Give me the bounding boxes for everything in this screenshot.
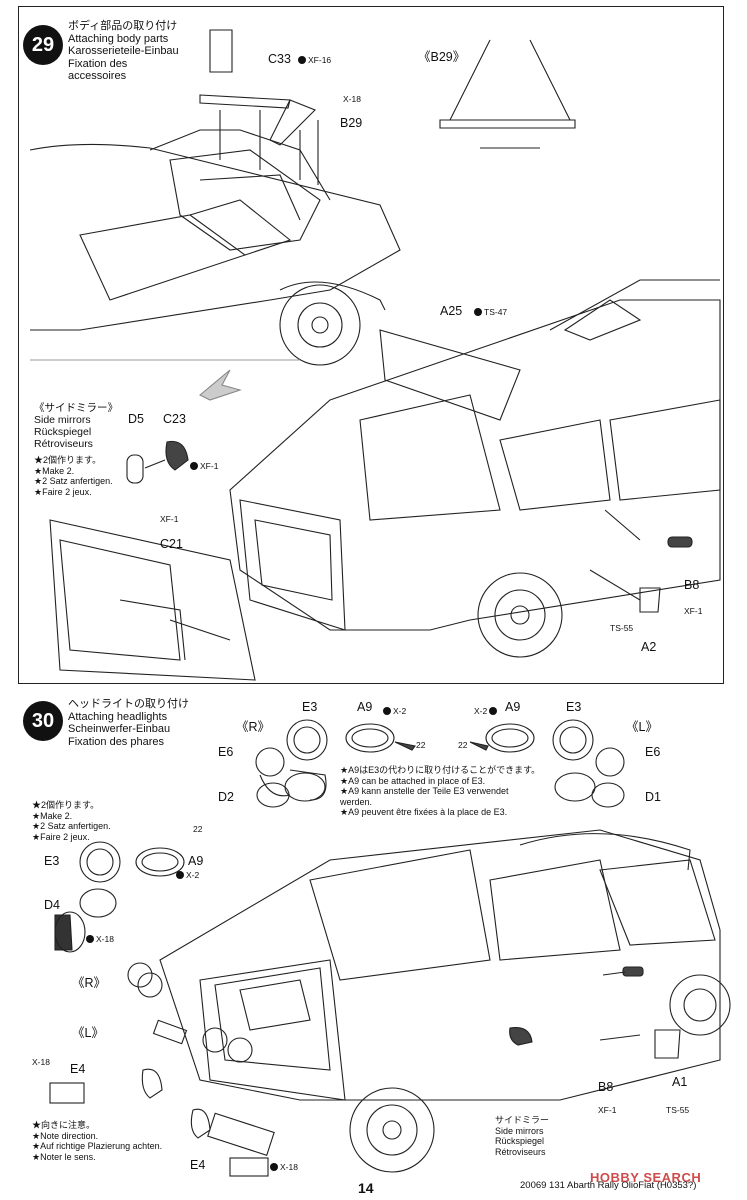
paint-dot-icon bbox=[474, 308, 482, 316]
right-side-marker: 《R》 bbox=[236, 720, 271, 734]
paint-dot-icon bbox=[176, 871, 184, 879]
part-e4-bottom-label: E4 bbox=[190, 1158, 206, 1172]
step-29-title: ボディ部品の取り付け Attaching body parts Karosser… bbox=[68, 20, 179, 83]
right-side-marker-2: 《R》 bbox=[72, 976, 107, 990]
step-29-number: 29 bbox=[23, 25, 63, 65]
decal-r: 22 bbox=[416, 740, 426, 750]
decal-l: 22 bbox=[458, 740, 468, 750]
a9-main-paint: X-2 bbox=[176, 870, 199, 880]
paint-dot-icon bbox=[489, 707, 498, 715]
part-e6-r-label: E6 bbox=[218, 745, 234, 759]
watermark: HOBBY SEARCH bbox=[590, 1170, 702, 1185]
d4-paint: X-18 bbox=[86, 934, 114, 944]
paint-dot-icon bbox=[298, 56, 306, 64]
title-de: Karosserieteile-Einbau bbox=[68, 45, 179, 57]
part-e6-l-label: E6 bbox=[645, 745, 661, 759]
part-c33-label: C33 bbox=[268, 52, 291, 66]
part-b8-label: B8 bbox=[684, 578, 700, 592]
step-30-title: ヘッドライトの取り付け Attaching headlights Scheinw… bbox=[68, 698, 189, 748]
step-29-make2-note: ★2個作ります。 ★Make 2. ★2 Satz anfertigen. ★F… bbox=[34, 455, 113, 497]
title-fr: Fixation des bbox=[68, 57, 128, 70]
c21-paint: XF-1 bbox=[160, 514, 179, 524]
a9-r-paint: X-2 bbox=[383, 706, 406, 716]
part-a9-main-label: A9 bbox=[188, 854, 204, 868]
a25-paint: TS-47 bbox=[474, 307, 507, 317]
b8-30-paint: XF-1 bbox=[598, 1105, 617, 1115]
title-en: Attaching body parts bbox=[68, 32, 169, 45]
e4-top-paint: X-18 bbox=[32, 1057, 50, 1067]
a2-paint: TS-55 bbox=[610, 623, 634, 633]
step-30-make2-note: ★2個作ります。 ★Make 2. ★2 Satz anfertigen. ★F… bbox=[32, 800, 111, 842]
left-side-marker: 《L》 bbox=[626, 720, 658, 734]
paint-dot-icon bbox=[270, 1163, 278, 1171]
c23-paint: XF-1 bbox=[190, 461, 218, 471]
paint-dot-icon bbox=[383, 707, 391, 715]
title-ja: ボディ部品の取り付け bbox=[68, 20, 178, 32]
mirror-caption: サイドミラー Side mirrors Rückspiegel Rétrovis… bbox=[495, 1115, 550, 1157]
page-number: 14 bbox=[358, 1180, 374, 1196]
part-d2-label: D2 bbox=[218, 790, 234, 804]
part-a9-l-label: A9 bbox=[505, 700, 521, 714]
part-e4-top-label: E4 bbox=[70, 1062, 86, 1076]
c33-paint: XF-16 bbox=[298, 55, 331, 65]
a9-note: ★A9はE3の代わりに取り付けることができます。 ★A9 can be atta… bbox=[340, 765, 541, 817]
part-c21-label: C21 bbox=[160, 537, 183, 551]
a9-l-paint: X-2 bbox=[474, 706, 498, 716]
part-e3-l-label: E3 bbox=[566, 700, 582, 714]
part-e3-r-label: E3 bbox=[302, 700, 318, 714]
a1-paint: TS-55 bbox=[666, 1105, 690, 1115]
paint-dot-icon bbox=[86, 935, 94, 943]
e4-bottom-paint: X-18 bbox=[270, 1162, 298, 1172]
part-b29-label: B29 bbox=[340, 116, 363, 130]
left-side-marker-2: 《L》 bbox=[72, 1026, 104, 1040]
b29-detail-label: 《B29》 bbox=[418, 50, 466, 64]
step-29-panel bbox=[18, 6, 724, 684]
b8-paint: XF-1 bbox=[684, 606, 703, 616]
part-a2-label: A2 bbox=[641, 640, 657, 654]
part-d4-label: D4 bbox=[44, 898, 60, 912]
part-b8-30-label: B8 bbox=[598, 1080, 614, 1094]
part-e3-main-label: E3 bbox=[44, 854, 60, 868]
part-a25-label: A25 bbox=[440, 304, 463, 318]
b29-paint: X-18 bbox=[343, 94, 361, 104]
part-d5-label: D5 bbox=[128, 412, 144, 426]
part-d1-label: D1 bbox=[645, 790, 661, 804]
direction-note: ★向きに注意。 ★Note direction. ★Auf richtige P… bbox=[32, 1120, 163, 1162]
part-c23-label: C23 bbox=[163, 412, 186, 426]
part-a9-r-label: A9 bbox=[357, 700, 373, 714]
step-30-number: 30 bbox=[23, 701, 63, 741]
decal-main: 22 bbox=[193, 824, 203, 834]
footer-code: 20069 131 Abarth Rally OlioFiat (H0353?) bbox=[520, 1180, 697, 1191]
mirror-note: 《サイドミラー》 Side mirrors Rückspiegel Rétrov… bbox=[34, 402, 118, 450]
part-a1-label: A1 bbox=[672, 1075, 688, 1089]
paint-dot-icon bbox=[190, 462, 198, 470]
title-fr-2: accessoires bbox=[68, 70, 127, 82]
